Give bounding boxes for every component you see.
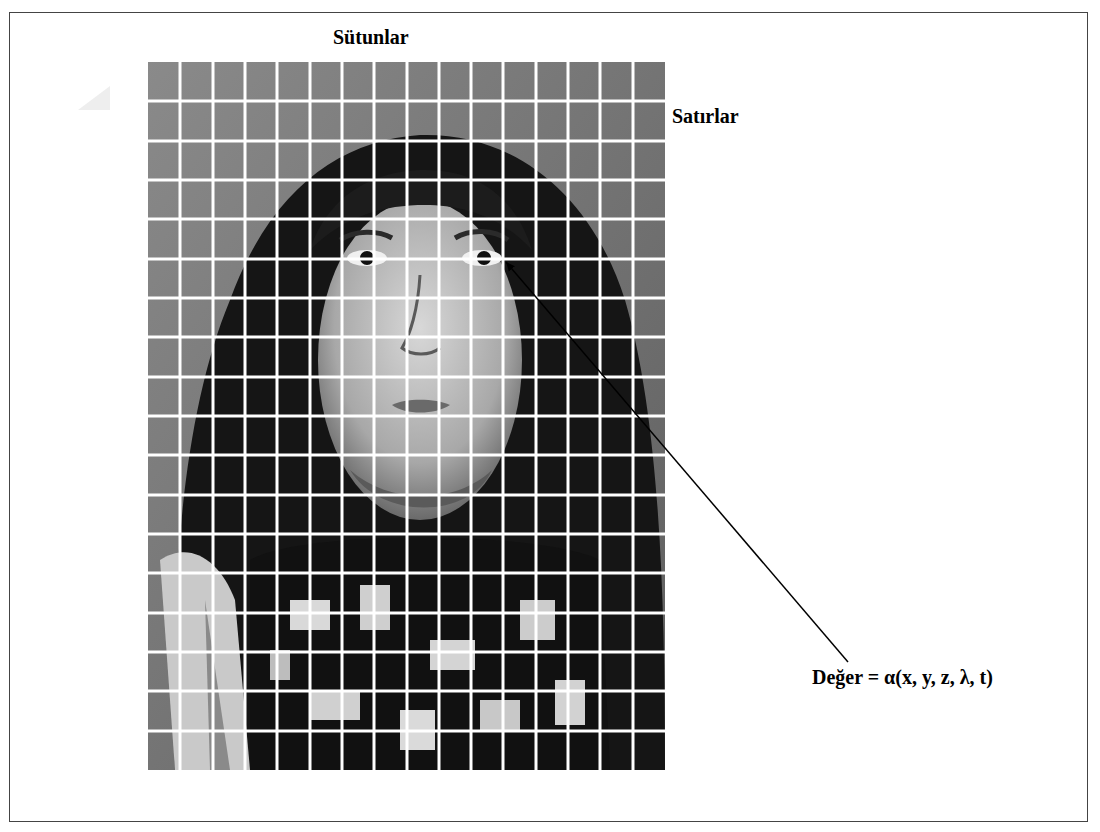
grid-line xyxy=(148,533,665,536)
grid-line xyxy=(148,415,665,418)
axis-label: Sütunlar xyxy=(333,26,409,49)
grid-line xyxy=(148,297,665,300)
grid-line xyxy=(148,258,665,261)
grid-line xyxy=(148,612,665,615)
grid-line xyxy=(148,454,665,457)
grid-line xyxy=(148,140,665,143)
grid-line xyxy=(148,690,665,693)
grid-line xyxy=(148,218,665,221)
grid-line xyxy=(148,730,665,733)
grid-line xyxy=(148,100,665,103)
grid-line xyxy=(148,494,665,497)
grid-line xyxy=(148,336,665,339)
grid-line xyxy=(148,572,665,575)
portrait-photo xyxy=(148,62,665,770)
leader-arrow xyxy=(506,262,848,662)
figure-frame xyxy=(10,13,1088,822)
grid-line xyxy=(148,376,665,379)
grid-line xyxy=(148,179,665,182)
grid-line xyxy=(148,651,665,654)
axis-label: Satırlar xyxy=(672,105,739,128)
faint-mark xyxy=(78,86,110,110)
value-formula: Değer = α(x, y, z, λ, t) xyxy=(812,666,993,689)
